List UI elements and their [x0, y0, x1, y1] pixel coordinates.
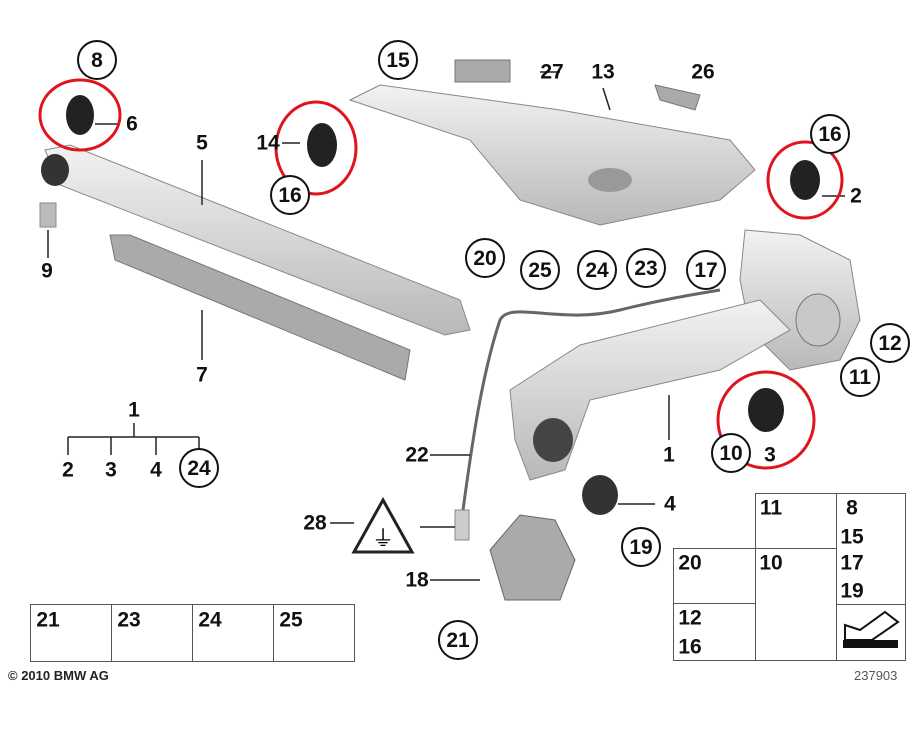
callout-1: 1 [663, 443, 675, 467]
hardware-label: 24 [198, 608, 222, 632]
control-arm-5 [44, 144, 471, 336]
callout-6: 6 [126, 112, 138, 136]
warning-triangle-icon [351, 496, 415, 554]
callout-7: 7 [196, 363, 208, 387]
sleeve-9 [39, 202, 57, 228]
callout-4: 4 [664, 492, 676, 516]
hardware-label: 15 [840, 525, 864, 549]
callout-13: 13 [591, 60, 615, 84]
hardware-cell [836, 604, 906, 661]
sensor-plug [454, 509, 470, 541]
direction-arrow-base [843, 640, 898, 648]
callout-10: 10 [711, 433, 751, 473]
callout-19: 19 [621, 527, 661, 567]
callout-24: 24 [179, 448, 219, 488]
hardware-label: 17 [840, 551, 864, 575]
leader-lines [47, 71, 845, 581]
callout-16: 16 [270, 175, 310, 215]
bracket-26 [654, 84, 701, 111]
callout-24: 24 [577, 250, 617, 290]
bracket-27 [454, 59, 511, 83]
callout-4: 4 [150, 458, 162, 482]
bushing-6 [66, 95, 94, 135]
callout-8: 8 [77, 40, 117, 80]
bushing-14 [307, 123, 337, 167]
callout-2: 2 [850, 184, 862, 208]
mount-18 [489, 514, 576, 601]
callout-25: 25 [520, 250, 560, 290]
callout-5: 5 [196, 131, 208, 155]
hardware-label: 16 [678, 635, 702, 659]
callout-17: 17 [686, 250, 726, 290]
callout-26: 26 [691, 60, 715, 84]
callout-14: 14 [256, 131, 280, 155]
hardware-label: 10 [759, 551, 783, 575]
copyright: © 2010 BMW AG [8, 668, 109, 683]
callout-20: 20 [465, 238, 505, 278]
bushing-3 [748, 388, 784, 432]
callout-23: 23 [626, 248, 666, 288]
trailing-arm-1 [509, 299, 791, 481]
callout-2: 2 [62, 458, 74, 482]
wishbone-hole [588, 168, 632, 192]
callout-18: 18 [405, 568, 429, 592]
bushing-16 [790, 160, 820, 200]
hardware-label: 23 [117, 608, 141, 632]
hardware-label: 12 [678, 606, 702, 630]
sensor-cable-22 [461, 288, 721, 511]
hardware-label: 11 [759, 496, 783, 520]
diagram-number: 237903 [854, 668, 898, 683]
callout-15: 15 [378, 40, 418, 80]
ground-icon: ⏚ [372, 527, 394, 552]
heat-shield-7 [109, 234, 411, 381]
wishbone-13 [348, 84, 756, 226]
callout-21: 21 [438, 620, 478, 660]
hardware-label: 25 [279, 608, 303, 632]
hardware-label: 8 [846, 496, 858, 520]
callout-12: 12 [870, 323, 910, 363]
bushing-4 [582, 475, 618, 515]
callout-1: 1 [128, 398, 140, 422]
hardware-label: 19 [840, 579, 864, 603]
hardware-label: 20 [678, 551, 702, 575]
callout-11: 11 [840, 357, 880, 397]
wheel-hub [795, 293, 841, 347]
hardware-cell [273, 604, 355, 662]
trailing-arm-bushing [533, 418, 573, 462]
callout-28: 28 [303, 511, 327, 535]
highlight-circles [38, 78, 844, 470]
hardware-label: 21 [36, 608, 60, 632]
bushing-end [41, 154, 69, 186]
callout-22: 22 [405, 443, 429, 467]
callout-3: 3 [105, 458, 117, 482]
callout-27: 27 [540, 60, 564, 84]
callout-3: 3 [764, 443, 776, 467]
callout-16: 16 [810, 114, 850, 154]
callout-9: 9 [41, 259, 53, 283]
hardware-cell [673, 603, 756, 661]
